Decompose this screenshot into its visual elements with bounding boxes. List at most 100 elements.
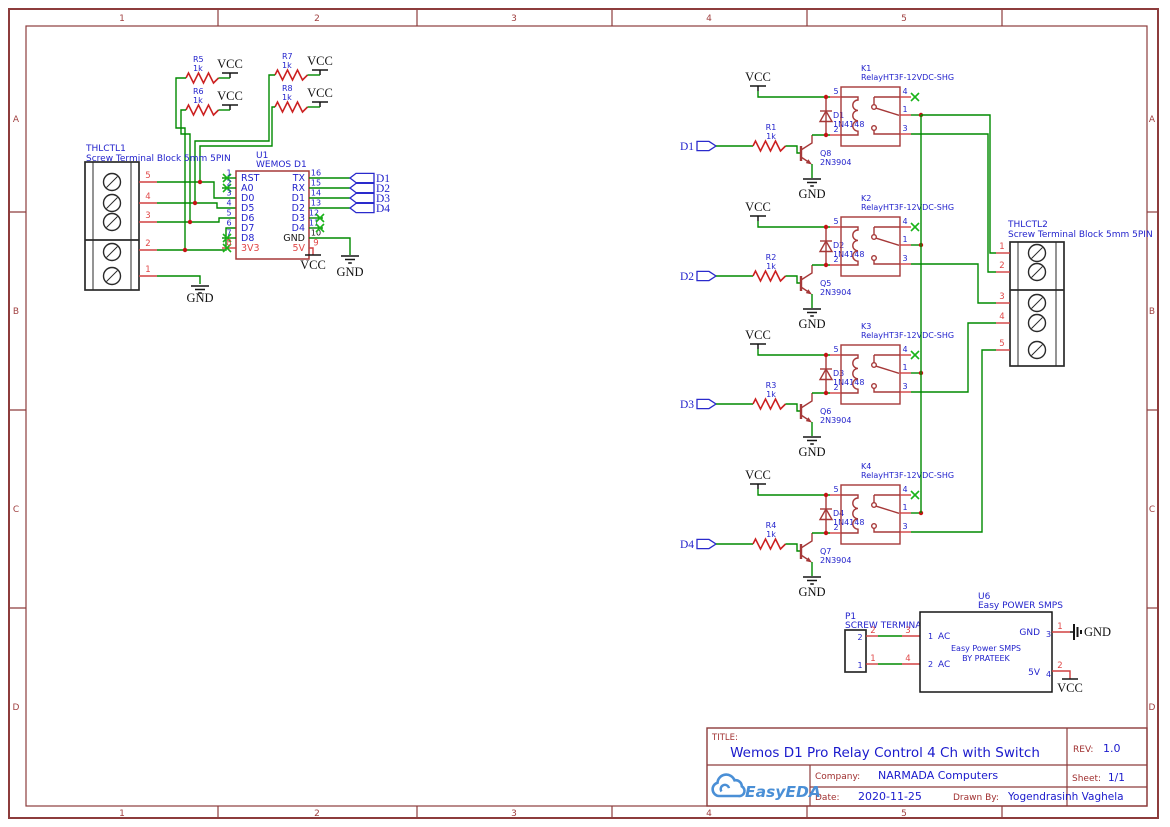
svg-text:9: 9 (313, 239, 318, 249)
transistor-q8[interactable]: Q8 2N3904 (799, 135, 851, 167)
svg-text:VCC: VCC (745, 328, 771, 342)
svg-text:VCC: VCC (217, 57, 243, 71)
mcu-u1[interactable]: U1 WEMOS D1 1 2 3 4 5 6 7 8 RST A0 D0 D5… (222, 151, 325, 260)
diode-d3[interactable]: D3 1N4148 (818, 355, 864, 393)
svg-text:2N3904: 2N3904 (820, 288, 851, 297)
col-label: 1 (119, 809, 125, 819)
svg-text:1N4148: 1N4148 (833, 378, 864, 387)
connector-p1[interactable]: P1 SCREW TERMINAL 2P 2 1 (844, 612, 941, 673)
resistor-r2[interactable]: R2 1k (752, 253, 787, 282)
svg-text:3: 3 (902, 382, 907, 391)
col-label: 4 (706, 14, 712, 24)
gnd-flag[interactable]: GND (1070, 624, 1111, 640)
svg-text:5V: 5V (1028, 668, 1041, 678)
svg-text:1k: 1k (193, 64, 203, 73)
svg-text:2: 2 (145, 239, 150, 249)
terminal-thlctl2[interactable]: THLCTL2 Screw Terminal Block 5mm 5PIN 1 … (996, 220, 1153, 367)
svg-text:Easy POWER SMPS: Easy POWER SMPS (978, 601, 1063, 611)
svg-text:SCREW TERMINAL 2P: SCREW TERMINAL 2P (845, 621, 941, 631)
col-label: 2 (314, 809, 320, 819)
wire-number: 3 (905, 626, 910, 636)
svg-text:1k: 1k (282, 61, 292, 70)
svg-text:TX: TX (292, 173, 306, 184)
svg-text:2: 2 (999, 261, 1004, 271)
frame-ticks (9, 9, 1158, 818)
diode-d2[interactable]: D2 1N4148 (818, 227, 864, 265)
resistor-r5[interactable]: R5 1k (185, 55, 220, 84)
svg-text:WEMOS D1: WEMOS D1 (256, 160, 307, 170)
relay-k4[interactable]: 5 2 4 1 3 K4 RelayHT3F-12VDC-SHG (830, 462, 954, 545)
svg-text:VCC: VCC (745, 200, 771, 214)
mcu-output-wires (309, 177, 350, 209)
svg-text:VCC: VCC (745, 468, 771, 482)
svg-text:RelayHT3F-12VDC-SHG: RelayHT3F-12VDC-SHG (861, 73, 954, 82)
svg-text:D2: D2 (833, 241, 844, 250)
svg-text:A0: A0 (241, 183, 254, 194)
smps-u6[interactable]: U6 Easy POWER SMPS 1 AC 2 AC GND 3 5V 4 … (919, 592, 1063, 693)
transistor-q5[interactable]: Q5 2N3904 (799, 265, 851, 297)
svg-text:13: 13 (311, 199, 321, 208)
gnd-label: GND (186, 291, 213, 305)
svg-text:2: 2 (833, 383, 838, 392)
col-label: 3 (511, 14, 517, 24)
col-label: 3 (511, 809, 517, 819)
svg-text:1: 1 (902, 105, 907, 114)
net-flag-d4[interactable]: D4 (680, 538, 718, 551)
vcc-flag[interactable]: VCC (217, 89, 243, 110)
diode-d1[interactable]: D1 1N4148 (818, 97, 864, 135)
svg-text:Q6: Q6 (820, 407, 831, 416)
vcc-flag[interactable]: VCC (1057, 678, 1083, 695)
svg-text:R3: R3 (766, 381, 777, 390)
resistor-r6[interactable]: R6 1k (185, 87, 220, 116)
svg-text:RelayHT3F-12VDC-SHG: RelayHT3F-12VDC-SHG (861, 471, 954, 480)
svg-text:RelayHT3F-12VDC-SHG: RelayHT3F-12VDC-SHG (861, 331, 954, 340)
vcc-flag[interactable]: VCC (745, 468, 771, 489)
drawn-by-label: Drawn By: (953, 793, 999, 803)
svg-text:D3: D3 (376, 193, 390, 205)
pullup-network: R5 1k VCC R6 1k VCC R7 1k VCC R8 1k VCC (175, 52, 333, 250)
vcc-flag[interactable]: VCC (307, 54, 333, 75)
row-label: C (1149, 505, 1155, 515)
col-label: 5 (901, 809, 907, 819)
svg-text:15: 15 (311, 179, 321, 188)
resistor-r8[interactable]: R8 1k (274, 84, 309, 113)
net-flag-d2[interactable]: D2 (680, 270, 718, 283)
gnd-label: GND (336, 265, 363, 279)
svg-text:U6: U6 (978, 592, 991, 602)
relay-k1[interactable]: 5 2 4 1 3 K1 RelayHT3F-12VDC-SHG (830, 64, 954, 147)
mcu-net-flags[interactable]: D1 D2 D3 D4 (349, 172, 390, 215)
svg-text:12: 12 (309, 209, 319, 218)
svg-text:D2: D2 (292, 203, 305, 214)
relay-channel-3: D3 R3 1k Q6 2N3904 GND VCC D3 1N4148 (680, 322, 954, 459)
svg-text:1N4148: 1N4148 (833, 250, 864, 259)
resistor-r4[interactable]: R4 1k (752, 521, 787, 550)
company-value: NARMADA Computers (878, 769, 998, 782)
net-flag-d3[interactable]: D3 (680, 398, 718, 411)
svg-text:6: 6 (226, 219, 231, 228)
vcc-flag[interactable]: VCC (307, 86, 333, 107)
svg-text:R2: R2 (766, 253, 777, 262)
resistor-r1[interactable]: R1 1k (752, 123, 787, 152)
relay-k3[interactable]: 5 2 4 1 3 K3 RelayHT3F-12VDC-SHG (830, 322, 954, 405)
net-flag-d1[interactable]: D1 (680, 140, 718, 153)
resistor-r3[interactable]: R3 1k (752, 381, 787, 410)
vcc-flag[interactable]: VCC (745, 200, 771, 221)
transistor-q6[interactable]: Q6 2N3904 (799, 393, 851, 425)
svg-text:4: 4 (902, 87, 907, 96)
svg-text:Screw Terminal Block 5mm 5PIN: Screw Terminal Block 5mm 5PIN (1008, 230, 1153, 240)
vcc-flag[interactable]: VCC (745, 328, 771, 349)
resistor-r7[interactable]: R7 1k (274, 52, 309, 81)
sheet-border: 1 2 3 4 5 1 2 3 4 5 A B C D A B C D (8, 8, 1159, 819)
svg-text:1N4148: 1N4148 (833, 120, 864, 129)
vcc-flag[interactable]: VCC (217, 57, 243, 78)
row-label: B (1149, 307, 1155, 317)
terminal-thlctl1[interactable]: THLCTL1 Screw Terminal Block 5mm 5PIN 5 … (84, 144, 231, 291)
diode-d4[interactable]: D4 1N4148 (818, 495, 864, 533)
vcc-flag[interactable]: VCC (745, 70, 771, 91)
relay-channel-2: D2 R2 1k Q5 2N3904 GND VCC D2 1N4148 (680, 194, 954, 331)
svg-text:14: 14 (311, 189, 321, 198)
transistor-q7[interactable]: Q7 2N3904 (799, 533, 851, 565)
relay-k2[interactable]: 5 2 4 1 3 K2 RelayHT3F-12VDC-SHG (830, 194, 954, 277)
svg-text:5: 5 (145, 171, 150, 181)
svg-text:D8: D8 (241, 233, 254, 244)
